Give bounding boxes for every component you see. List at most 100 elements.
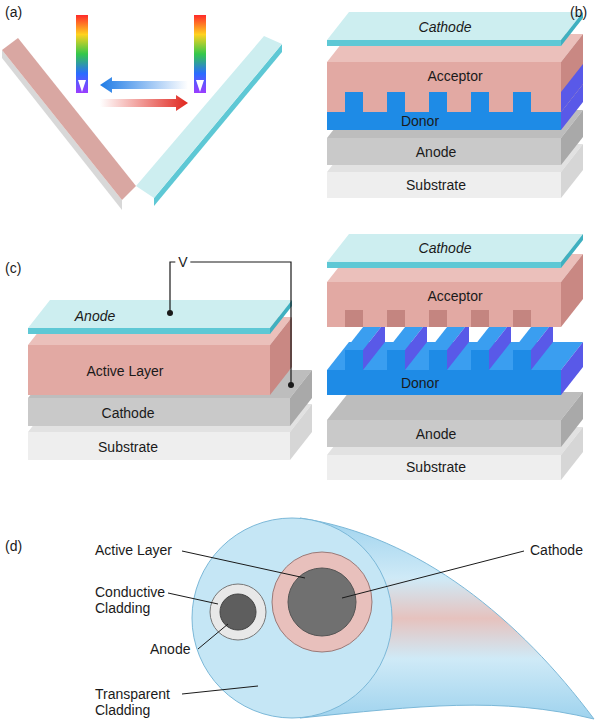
layer-label-box: Acceptor [400, 64, 510, 88]
layer-label-box: Anode [327, 138, 561, 165]
layer-label-box: Anode [327, 420, 561, 447]
layer-label-box: Substrate [327, 455, 561, 480]
slab-front [327, 262, 561, 268]
layer-name: Cathode [102, 405, 155, 421]
slab-edge [154, 44, 282, 206]
layer-name: Acceptor [427, 68, 482, 84]
slab-side [561, 342, 583, 395]
slab-side [561, 254, 583, 327]
electron-arrow [100, 95, 188, 111]
acceptor-notch [429, 310, 447, 327]
leader-line [198, 624, 228, 649]
layer-label-box: Donor [380, 112, 460, 130]
transparent-cladding [192, 518, 392, 718]
slab-top [327, 110, 583, 138]
slab-front [28, 328, 270, 334]
slab-front [28, 432, 290, 460]
slab-edge [2, 50, 122, 210]
active-layer-ring [272, 552, 372, 652]
light-ray [76, 15, 88, 93]
slab-front [471, 350, 489, 370]
device-stack [28, 300, 312, 460]
layer-name: Donor [401, 113, 439, 129]
slab-front [345, 350, 363, 370]
slab-front [327, 62, 561, 112]
slab-front [327, 40, 561, 46]
layer-label-box: Cathode [380, 237, 510, 259]
terminal-dot [167, 310, 173, 316]
layer-label-box: Cathode [28, 370, 312, 426]
terminal-dot [288, 382, 294, 388]
slab-side [489, 322, 511, 370]
slab-front [28, 398, 290, 426]
leader-line [182, 686, 258, 694]
slab-side [561, 234, 583, 268]
blue-slab [136, 36, 282, 198]
layer-name: Cathode [419, 240, 472, 256]
layer-name: Substrate [406, 177, 466, 193]
layer-label-box: Donor [327, 370, 561, 395]
layer-name: Anode [416, 426, 456, 442]
bilayer-stack [327, 12, 583, 198]
leader-line [168, 593, 218, 604]
layer-name: Anode [75, 308, 115, 324]
slab-front [327, 370, 561, 395]
slab-front [387, 350, 405, 370]
part-label: Active Layer [95, 542, 172, 558]
layer-name: Active Layer [86, 363, 163, 379]
donor-tooth [471, 92, 489, 113]
fiber-figure [168, 518, 594, 719]
slab-side [561, 34, 583, 112]
slab-top [327, 234, 583, 262]
slab-front [327, 112, 561, 130]
part-label: Transparent Cladding [95, 686, 187, 718]
layer-name: Donor [401, 375, 439, 391]
donor-tooth [345, 92, 363, 113]
slab-side [363, 322, 385, 370]
part-label: Conductive Cladding [95, 584, 181, 616]
wire [170, 262, 291, 385]
leader-line [342, 551, 524, 598]
acceptor-notch [345, 310, 363, 327]
cathode-core [288, 568, 356, 636]
panel-letter: (c) [5, 260, 21, 276]
slab-side [561, 392, 583, 447]
layer-name: Acceptor [427, 288, 482, 304]
light-trap-figure [2, 15, 282, 210]
slab-front [429, 350, 447, 370]
layer-label-box: Substrate [327, 172, 561, 198]
leader-line [182, 551, 305, 578]
panel-letter: (a) [5, 4, 22, 20]
donor-tooth [513, 92, 531, 113]
slab-side [561, 64, 583, 112]
layer-label-box: Anode [28, 300, 292, 334]
exploded-stack [327, 234, 583, 480]
donor-tooth [387, 92, 405, 113]
slab-front [327, 138, 561, 165]
layer-label-box: Cathode [380, 16, 510, 38]
slab-front [327, 172, 561, 198]
donor-tooth [429, 92, 447, 113]
slab-front [327, 455, 561, 480]
ray-head [78, 80, 86, 92]
anode-core [220, 594, 256, 630]
slab-side [290, 370, 312, 426]
hole-arrow [100, 77, 188, 93]
layer-label-box: Active Layer [28, 345, 270, 395]
layer-name: Substrate [406, 459, 466, 475]
slab-front [28, 345, 270, 395]
slab-front [513, 350, 531, 370]
layer-name: Cathode [419, 19, 472, 35]
layer-label-box: Acceptor [327, 282, 561, 310]
panel-letter: (d) [5, 538, 22, 554]
part-label: Cathode [530, 542, 583, 558]
panel-letter: (b) [570, 4, 587, 20]
light-ray [194, 15, 206, 93]
slab-side [405, 322, 427, 370]
part-label: Anode [150, 641, 190, 657]
slab-side [447, 322, 469, 370]
voltage-label: V [175, 254, 190, 270]
acceptor-notch [387, 310, 405, 327]
